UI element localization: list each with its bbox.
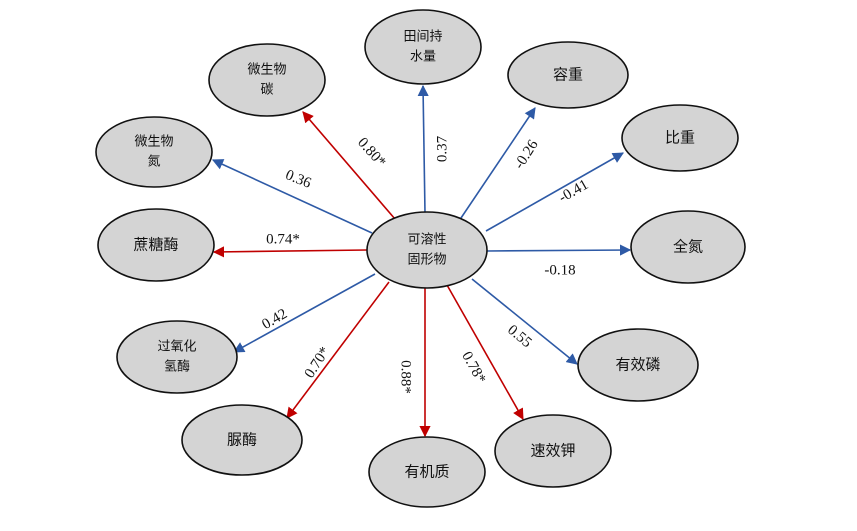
node-label-available-k-0: 速效钾: [530, 442, 575, 460]
node-organic-matter: 有机质: [368, 436, 486, 508]
edge-arrow-available-k: [446, 284, 524, 420]
node-label-center-1: 固形物: [407, 253, 446, 268]
node-label-specific-gravity-0: 比重: [665, 129, 695, 147]
node-label-center-0: 可溶性: [407, 233, 446, 248]
node-bulk-density: 容重: [507, 41, 629, 109]
node-specific-gravity: 比重: [621, 104, 739, 172]
coefficient-label-sucrase: 0.74*: [266, 231, 300, 247]
node-label-organic-matter-0: 有机质: [404, 463, 449, 481]
node-label-catalase-1: 氢酶: [164, 359, 190, 375]
node-label-catalase-0: 过氧化: [157, 340, 196, 355]
coefficient-label-microbial-n: 0.36: [283, 167, 314, 192]
node-label-urease-0: 脲酶: [227, 431, 257, 449]
node-ellipse-available-p: [577, 328, 699, 402]
node-ellipse-urease: [181, 404, 303, 476]
edge-arrow-available-p: [471, 278, 578, 365]
node-sucrase: 蔗糖酶: [97, 208, 215, 282]
edges-layer: [211, 84, 632, 438]
node-label-microbial-c-1: 碳: [260, 83, 273, 98]
node-label-water-1: 水量: [410, 50, 436, 65]
edge-arrow-total-nitrogen: [486, 244, 632, 256]
node-ellipse-total-nitrogen: [630, 210, 746, 284]
edge-arrow-urease: [286, 281, 390, 419]
node-ellipse-catalase: [116, 320, 238, 394]
coefficient-label-available-k: 0.78*: [458, 349, 488, 386]
node-ellipse-microbial-c: [208, 43, 326, 117]
nodes-layer: 可溶性固形物田间持水量容重比重全氮有效磷速效钾有机质脲酶过氧化氢酶蔗糖酶微生物氮…: [95, 9, 746, 508]
node-ellipse-sucrase: [97, 208, 215, 282]
node-total-nitrogen: 全氮: [630, 210, 746, 284]
node-available-k: 速效钾: [494, 414, 612, 488]
edge-arrow-microbial-c: [302, 111, 396, 220]
node-ellipse-microbial-n: [95, 116, 213, 188]
coefficient-label-organic-matter: 0.88*: [398, 360, 414, 394]
edge-arrow-microbial-n: [211, 159, 373, 234]
node-label-available-p-0: 有效磷: [615, 356, 660, 374]
coefficient-label-specific-gravity: -0.41: [556, 177, 591, 206]
node-ellipse-bulk-density: [507, 41, 629, 109]
node-ellipse-water: [364, 9, 482, 85]
node-ellipse-organic-matter: [368, 436, 486, 508]
edge-arrow-sucrase: [212, 246, 368, 258]
edge-arrow-specific-gravity: [485, 152, 624, 232]
node-label-water-0: 田间持: [403, 30, 442, 45]
coefficient-label-bulk-density: -0.26: [511, 137, 542, 172]
node-urease: 脲酶: [181, 404, 303, 476]
node-label-microbial-n-1: 氮: [147, 155, 160, 170]
coefficient-label-total-nitrogen: -0.18: [544, 262, 575, 278]
node-label-total-nitrogen-0: 全氮: [673, 238, 703, 256]
node-ellipse-specific-gravity: [621, 104, 739, 172]
edge-arrow-water: [417, 84, 429, 214]
node-ellipse-center: [366, 211, 488, 289]
node-label-microbial-n-0: 微生物: [134, 135, 173, 150]
node-label-microbial-c-0: 微生物: [247, 63, 286, 78]
node-available-p: 有效磷: [577, 328, 699, 402]
node-ellipse-available-k: [494, 414, 612, 488]
node-label-sucrase-0: 蔗糖酶: [133, 236, 178, 254]
node-label-bulk-density-0: 容重: [553, 66, 583, 84]
edge-arrow-catalase: [233, 273, 376, 353]
coefficient-label-microbial-c: 0.80*: [354, 135, 388, 171]
coefficient-label-water: 0.37: [434, 135, 450, 162]
edge-arrow-bulk-density: [460, 107, 536, 219]
